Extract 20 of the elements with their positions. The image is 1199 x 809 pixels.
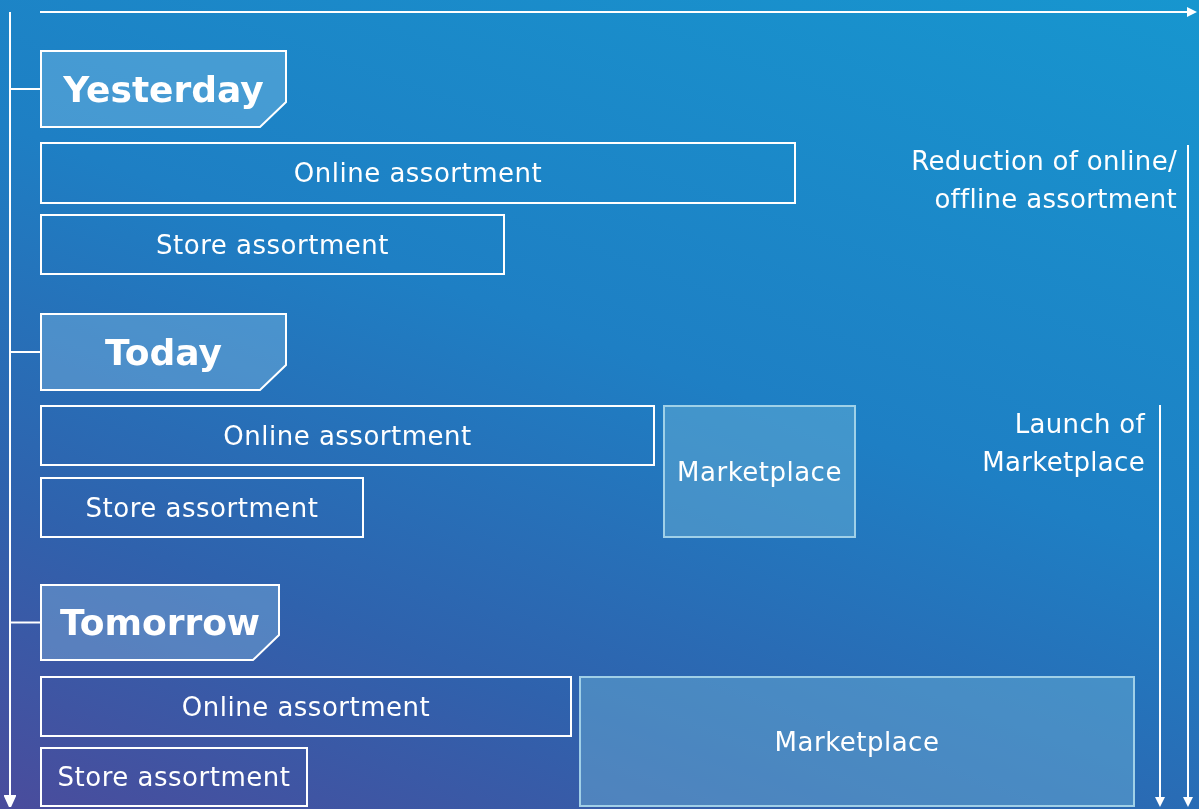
- connector-line: [10, 621, 41, 624]
- annotation-text: Launch of Marketplace: [981, 408, 1145, 479]
- period-heading: Tomorrow: [59, 602, 261, 643]
- timeline-axis: [4, 12, 16, 807]
- assortment-bar: Store assortment: [40, 477, 364, 538]
- period-heading: Today: [105, 331, 222, 373]
- assortment-bar: Online assortment: [40, 142, 796, 204]
- connector-line: [10, 351, 41, 353]
- assortment-bar: Store assortment: [40, 747, 308, 807]
- annotation-text: Reduction of online/ offline assortment: [910, 145, 1177, 216]
- marketplace-box: Marketplace: [663, 405, 856, 538]
- assortment-bar: Online assortment: [40, 405, 655, 466]
- period-tab: [40, 313, 287, 391]
- period-heading: Yesterday: [63, 68, 264, 110]
- assortment-bar: Store assortment: [40, 214, 505, 275]
- period-tab: [40, 584, 280, 661]
- period-tab: [40, 50, 287, 128]
- assortment-bar: Online assortment: [40, 676, 572, 737]
- connector-line: [10, 88, 41, 90]
- marketplace-box: Marketplace: [579, 676, 1135, 807]
